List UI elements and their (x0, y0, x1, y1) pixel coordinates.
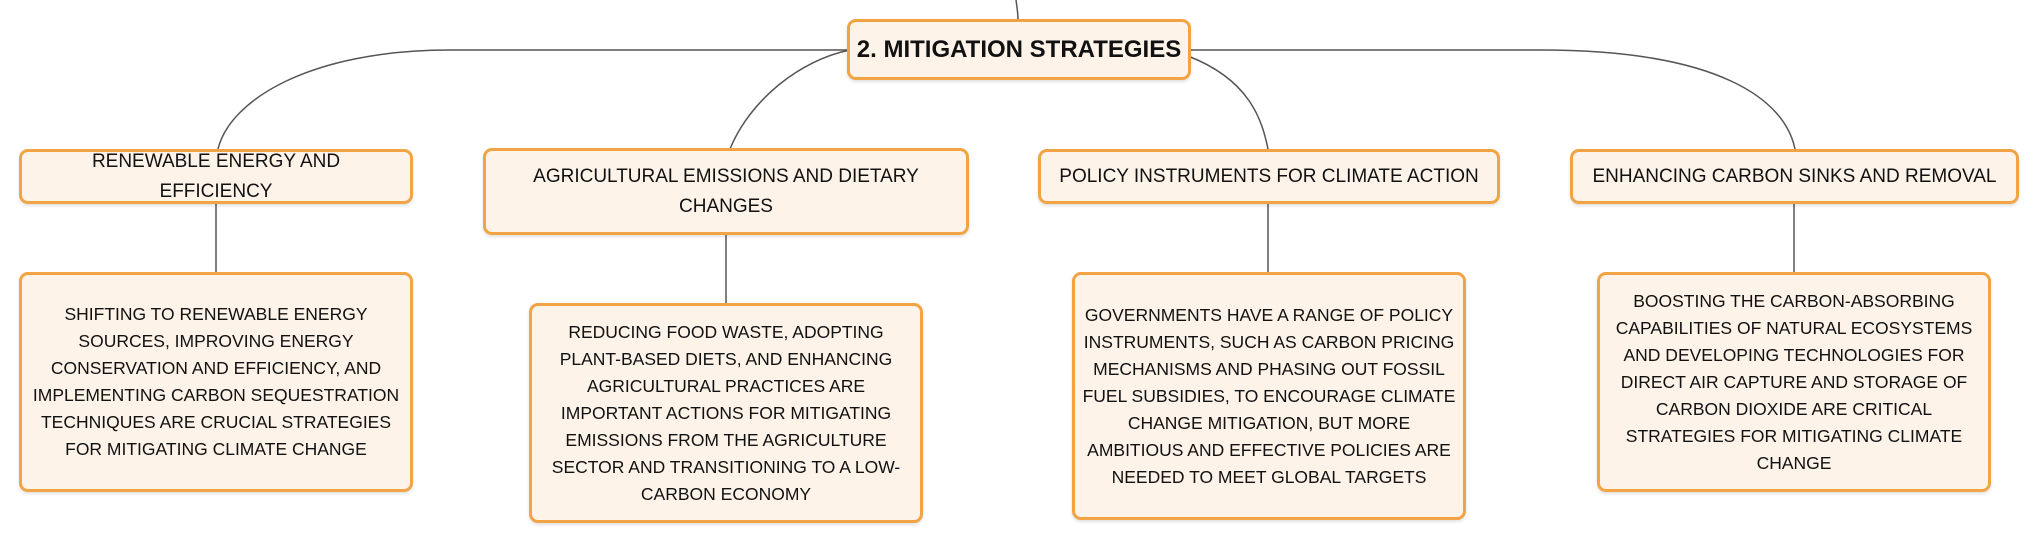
detail-text: REDUCING FOOD WASTE, ADOPTING PLANT-BASE… (551, 321, 901, 504)
branch-title: AGRICULTURAL EMISSIONS AND DIETARY CHANG… (533, 165, 919, 217)
detail-policy-instruments[interactable]: GOVERNMENTS HAVE A RANGE OF POLICY INSTR… (1072, 272, 1466, 520)
branch-carbon-sinks[interactable]: ENHANCING CARBON SINKS AND REMOVAL (1570, 149, 2019, 204)
detail-text: SHIFTING TO RENEWABLE ENERGY SOURCES, IM… (32, 304, 400, 459)
detail-text: BOOSTING THE CARBON-ABSORBING CAPABILITI… (1615, 290, 1973, 473)
branch-agricultural-emissions[interactable]: AGRICULTURAL EMISSIONS AND DIETARY CHANG… (483, 148, 969, 235)
root-node[interactable]: 2. MITIGATION STRATEGIES (847, 19, 1191, 80)
connector-root-to-branch-4 (1188, 49, 1796, 150)
detail-agricultural-emissions[interactable]: REDUCING FOOD WASTE, ADOPTING PLANT-BASE… (529, 303, 923, 523)
detail-text: GOVERNMENTS HAVE A RANGE OF POLICY INSTR… (1082, 304, 1456, 487)
connector-root-to-branch-1 (217, 49, 850, 150)
connector-root-to-branch-2 (729, 49, 851, 150)
branch-title: POLICY INSTRUMENTS FOR CLIMATE ACTION (1059, 165, 1479, 187)
branch-policy-instruments[interactable]: POLICY INSTRUMENTS FOR CLIMATE ACTION (1038, 149, 1500, 204)
branch-title: ENHANCING CARBON SINKS AND REMOVAL (1592, 165, 1997, 187)
detail-carbon-sinks[interactable]: BOOSTING THE CARBON-ABSORBING CAPABILITI… (1597, 272, 1991, 492)
root-title: 2. MITIGATION STRATEGIES (856, 35, 1182, 63)
connector-parent-to-root (1015, 0, 1019, 20)
branch-renewable-energy[interactable]: RENEWABLE ENERGY AND EFFICIENCY (19, 149, 413, 204)
branch-title: RENEWABLE ENERGY AND EFFICIENCY (91, 150, 341, 202)
connector-root-to-branch-3 (1187, 55, 1269, 150)
detail-renewable-energy[interactable]: SHIFTING TO RENEWABLE ENERGY SOURCES, IM… (19, 272, 413, 492)
